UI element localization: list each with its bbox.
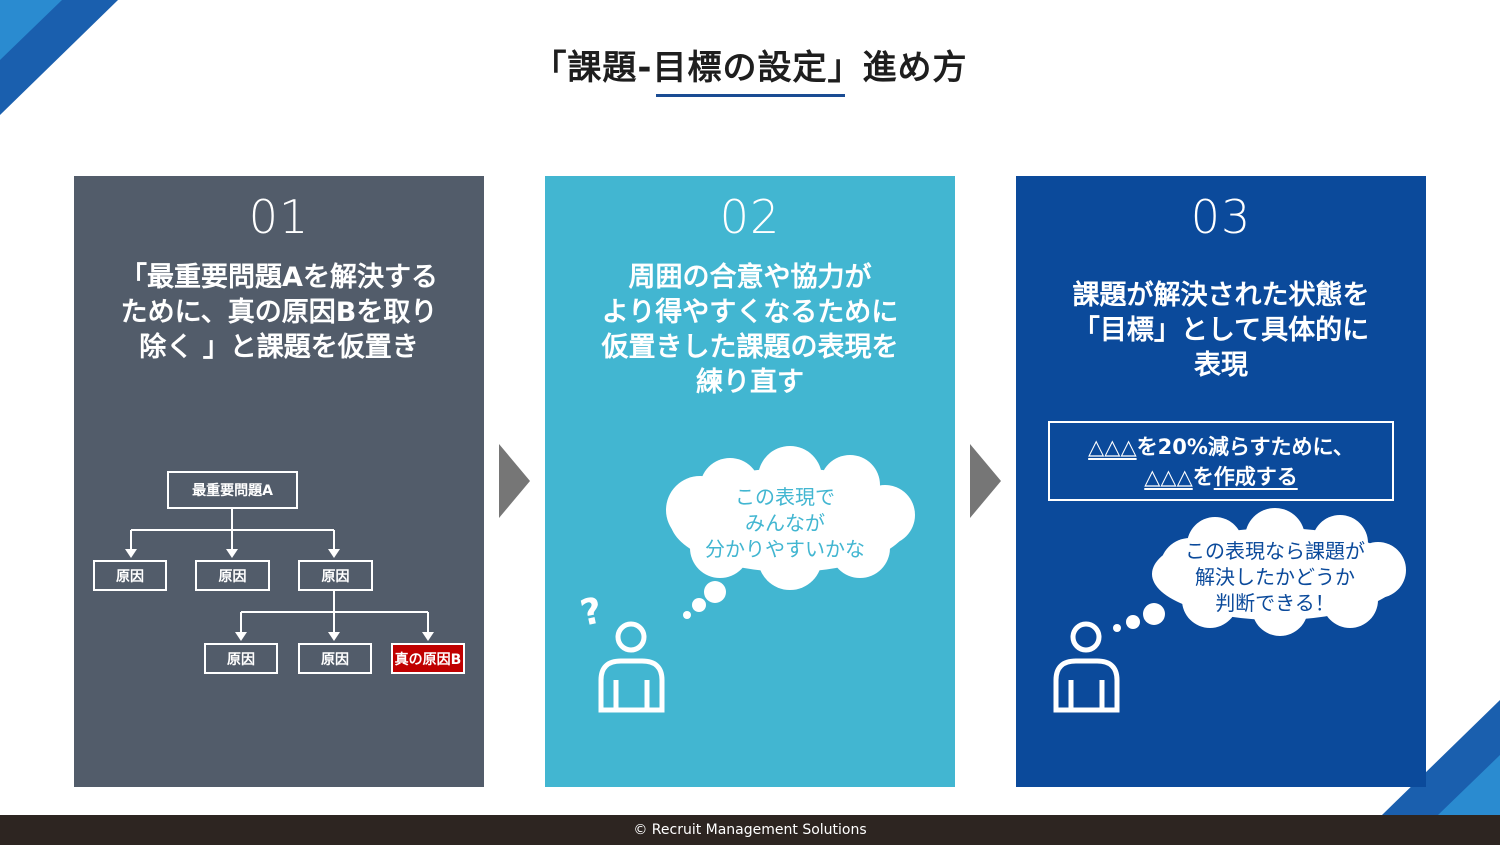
step-description-line: 練り直す bbox=[696, 367, 804, 398]
goal-placeholder: △△△ bbox=[1088, 435, 1137, 459]
thought-bubble-line: この表現なら課題が bbox=[1185, 539, 1365, 563]
step-description-line: 「最重要問題Aを解決する bbox=[120, 262, 438, 293]
thought-bubble-line: 解決したかどうか bbox=[1195, 565, 1355, 589]
corner-decoration-bottom-right-inner bbox=[1438, 755, 1500, 815]
goal-text: を20%減らすために、 bbox=[1136, 435, 1354, 459]
thought-bubble-line: この表現で bbox=[735, 485, 835, 509]
step-description: 「最重要問題Aを解決する ために、真の原因Bを取り 除く 」と課題を仮置き bbox=[94, 260, 464, 365]
tree-node-root: 最重要問題A bbox=[167, 471, 298, 509]
step-description-line: ために、真の原因Bを取り bbox=[120, 297, 438, 328]
thought-bubble-text: この表現なら課題が 解決したかどうか 判断できる！ bbox=[1165, 538, 1385, 616]
step-description: 課題が解決された状態を 「目標」として具体的に 表現 bbox=[1036, 278, 1406, 383]
step-number: 03 bbox=[1190, 190, 1252, 244]
goal-text: を bbox=[1192, 465, 1214, 489]
goal-line-2: △△△を作成する bbox=[1050, 462, 1392, 492]
tree-node-true-cause: 真の原因B bbox=[391, 643, 465, 674]
thought-bubble-line: 判断できる！ bbox=[1215, 591, 1335, 615]
page-title: 「課題-目標の設定」進め方 bbox=[532, 48, 968, 88]
footer-copyright: © Recruit Management Solutions bbox=[0, 815, 1500, 845]
step-description-line: 除く 」と課題を仮置き bbox=[139, 332, 419, 363]
tree-node-cause: 原因 bbox=[298, 643, 372, 674]
step-description-line: 課題が解決された状態を bbox=[1072, 280, 1370, 311]
step-description-line: より得やすくなるために bbox=[601, 297, 899, 328]
tree-node-cause: 原因 bbox=[93, 560, 167, 591]
chevron-right-icon bbox=[970, 444, 1001, 518]
tree-node-cause: 原因 bbox=[298, 560, 373, 591]
step-description: 周囲の合意や協力が より得やすくなるために 仮置きした課題の表現を 練り直す bbox=[565, 260, 935, 400]
step-number: 01 bbox=[248, 190, 310, 244]
chevron-right-icon bbox=[499, 444, 530, 518]
step-description-line: 表現 bbox=[1194, 350, 1248, 381]
corner-decoration-top-left-inner bbox=[0, 0, 62, 60]
step-description-line: 仮置きした課題の表現を bbox=[601, 332, 899, 363]
thought-bubble-line: 分かりやすいかな bbox=[705, 537, 865, 561]
goal-statement-box: △△△を20%減らすために、 △△△を作成する bbox=[1048, 421, 1394, 501]
thought-bubble-text: この表現で みんなが 分かりやすいかな bbox=[680, 484, 890, 562]
step-description-line: 周囲の合意や協力が bbox=[628, 262, 872, 293]
tree-node-cause: 原因 bbox=[204, 643, 278, 674]
step-panel-01: 01 「最重要問題Aを解決する ために、真の原因Bを取り 除く 」と課題を仮置き bbox=[74, 176, 484, 787]
goal-line-1: △△△を20%減らすために、 bbox=[1050, 432, 1392, 462]
tree-node-cause: 原因 bbox=[195, 560, 270, 591]
goal-action: 作成する bbox=[1213, 465, 1298, 489]
step-panel-03: 03 課題が解決された状態を 「目標」として具体的に 表現 bbox=[1016, 176, 1426, 787]
step-number: 02 bbox=[719, 190, 781, 244]
title-underline bbox=[656, 94, 845, 97]
goal-placeholder: △△△ bbox=[1144, 465, 1193, 489]
thought-bubble-line: みんなが bbox=[745, 511, 825, 535]
step-description-line: 「目標」として具体的に bbox=[1072, 315, 1370, 346]
